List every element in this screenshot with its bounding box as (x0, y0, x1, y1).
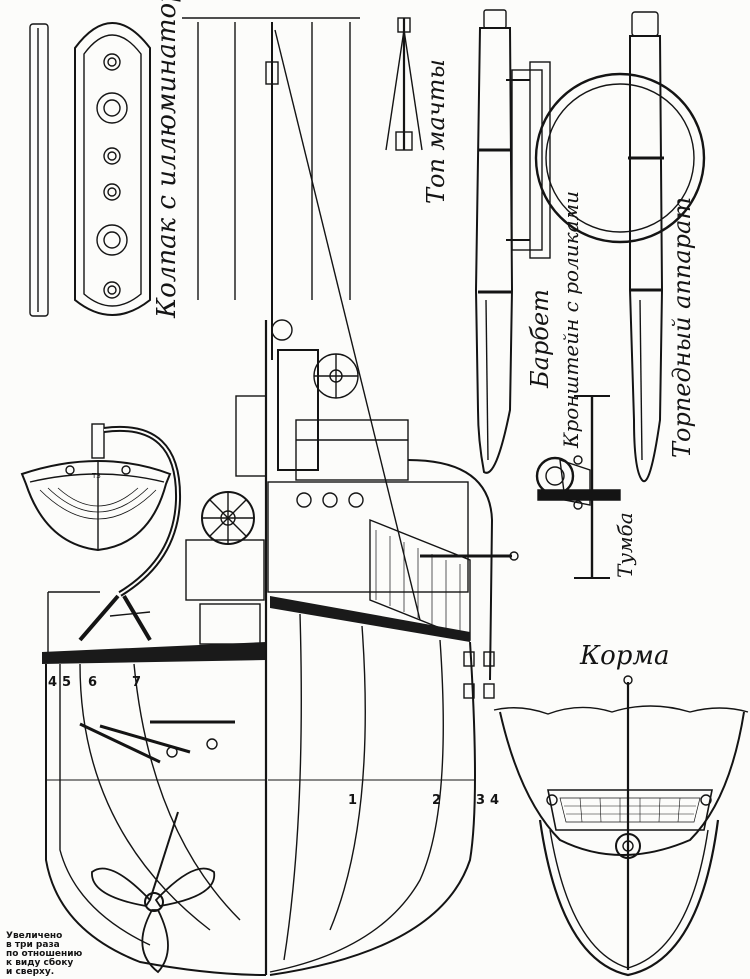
scale-note-line: по отношению (6, 949, 83, 959)
mast-top-drawing (385, 17, 423, 151)
raised-deck (270, 596, 470, 642)
scale-note: Увеличено в три раза по отношению к виду… (6, 932, 126, 977)
boat-davit-drawing (20, 423, 182, 642)
bracket-bollard-drawing (535, 395, 621, 579)
barbette-drawing (474, 9, 551, 474)
label-torpedo-tube: Торпедный аппарат (668, 197, 696, 458)
label-bracket-rollers: Кронштейн с роликами (559, 191, 583, 449)
hull-bow-profile (268, 613, 476, 976)
torpedo-tube-drawing (534, 11, 706, 483)
label-illuminator-cap: Колпак с иллюминаторами (152, 0, 182, 319)
frame-number: 2 (432, 793, 441, 808)
label-bollard: Тумба (613, 512, 637, 578)
frame-numbers-top: 4 5 6 7 (48, 675, 141, 690)
frame-numbers-hull: 1 2 3 4 (348, 793, 499, 808)
rigging-lines (182, 17, 421, 621)
main-deck (42, 642, 266, 664)
frame-number: 7 (132, 675, 141, 690)
label-barbette: Барбет (526, 289, 554, 389)
frame-number: 4 (490, 793, 499, 808)
frame-number: 1 (348, 793, 357, 808)
frame-number: 4 (48, 675, 57, 690)
boat-marking: ТЗ (91, 472, 101, 480)
scale-note-line: в три раза (6, 940, 60, 950)
frame-number: 6 (88, 675, 97, 690)
scale-note-line: и сверху. (6, 967, 55, 977)
illuminator-cap-drawing (29, 22, 151, 317)
propeller-drawing (91, 867, 216, 974)
scale-note-line: к виду сбоку (6, 958, 74, 968)
frame-number: 3 (476, 793, 485, 808)
deck-superstructure (185, 319, 519, 699)
label-mast-top: Топ мачты (422, 59, 450, 204)
scale-note-line: Увеличено (6, 931, 63, 941)
frame-number: 5 (62, 675, 71, 690)
stern-view-drawing (493, 675, 749, 977)
label-stern: Корма (579, 641, 669, 671)
